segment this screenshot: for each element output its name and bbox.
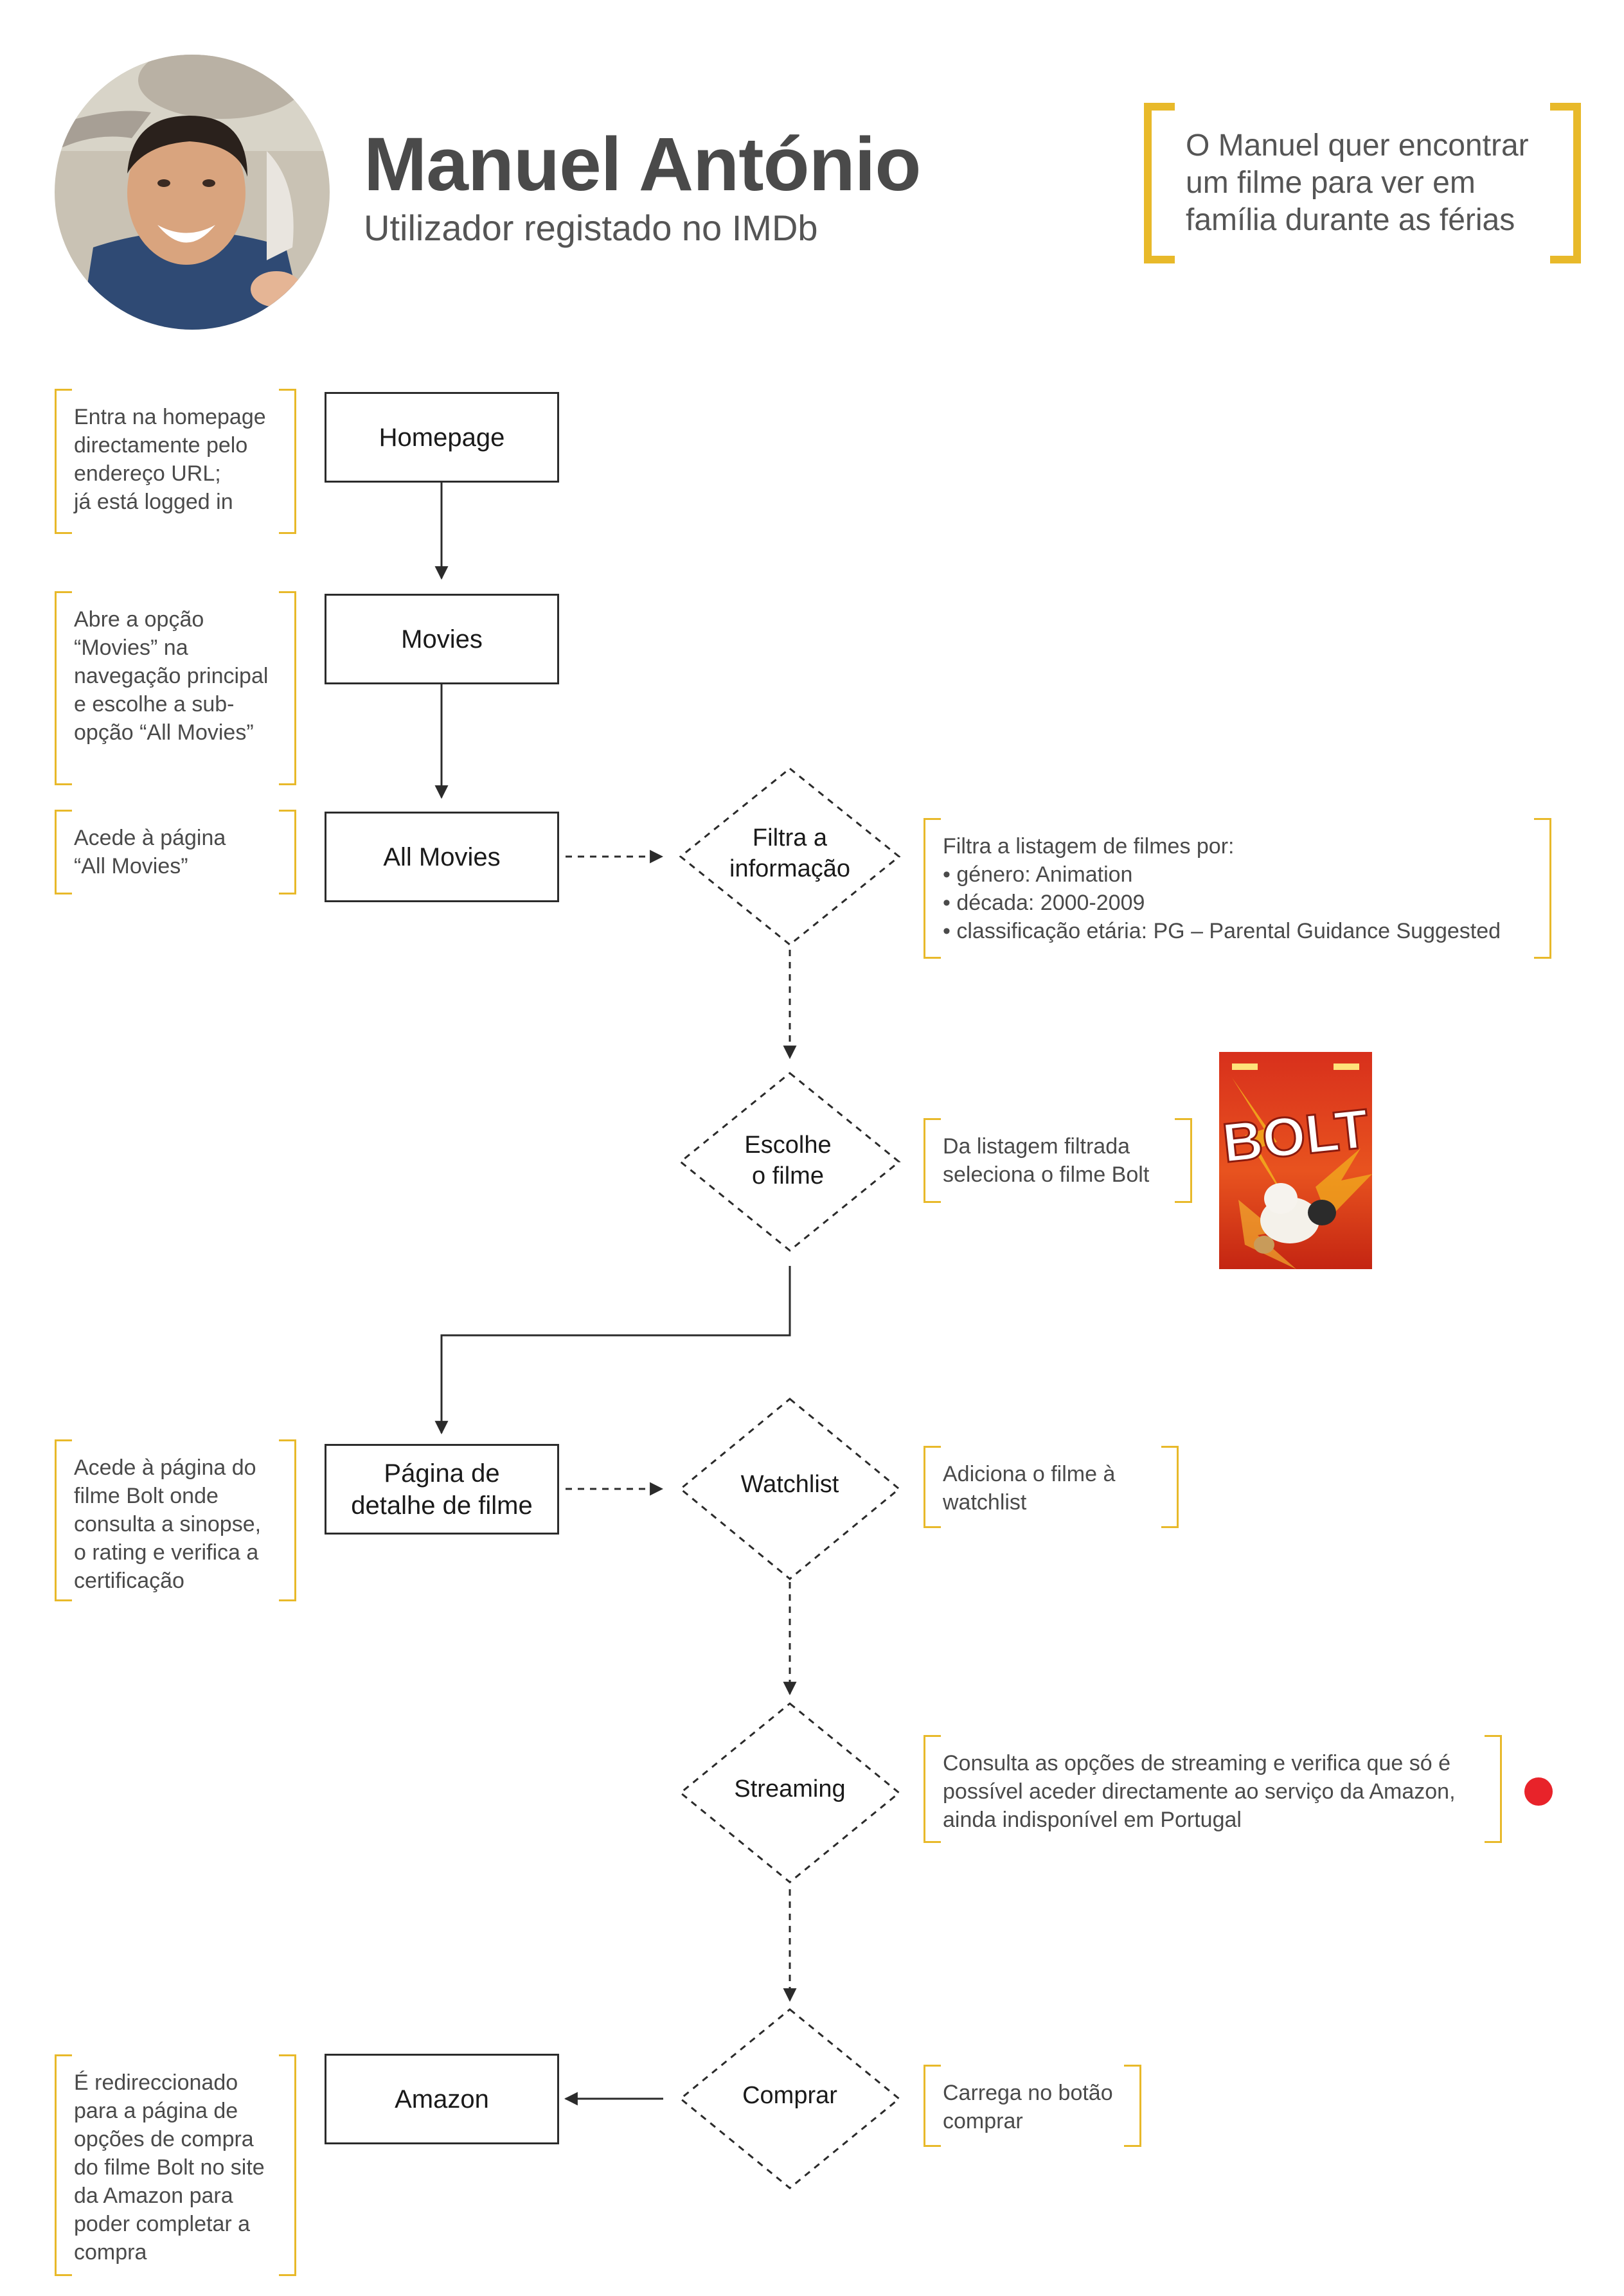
- note-all-movies-text: Acede à página “All Movies”: [74, 826, 226, 878]
- step-movies: Movies: [325, 594, 559, 684]
- note-watchlist-text: Adiciona o filme à watchlist: [943, 1462, 1116, 1515]
- note-filter-item: • década: 2000-2009: [943, 891, 1145, 915]
- step-film-detail-label: Página de detalhe de filme: [351, 1459, 533, 1520]
- note-buy-text: Carrega no botão comprar: [943, 2081, 1113, 2133]
- note-choose-text: Da listagem filtrada seleciona o filme B…: [943, 1134, 1150, 1187]
- note-filter-title: Filtra a listagem de filmes por:: [943, 834, 1235, 859]
- step-homepage-label: Homepage: [379, 423, 505, 452]
- note-amazon: É redireccionado para a página de opções…: [55, 2054, 296, 2276]
- movie-poster-image: BOLT: [1218, 1052, 1373, 1269]
- persona-name: Manuel António: [364, 122, 922, 207]
- note-film-detail: Acede à página do filme Bolt onde consul…: [55, 1439, 296, 1601]
- step-film-detail: Página de detalhe de filme: [325, 1444, 559, 1535]
- decision-filter-label: Filtra a informação: [729, 824, 850, 882]
- diamond-buy: [679, 2008, 901, 2189]
- persona-goal: O Manuel quer encontrar um filme para ve…: [1186, 129, 1529, 237]
- note-filter-item: • género: Animation: [943, 862, 1133, 887]
- decision-choose-label: Escolhe o filme: [744, 1132, 832, 1189]
- step-movies-label: Movies: [401, 625, 483, 654]
- step-all-movies: All Movies: [325, 812, 559, 902]
- note-filter: Filtra a listagem de filmes por: • géner…: [924, 818, 1551, 959]
- step-amazon-label: Amazon: [395, 2085, 489, 2114]
- note-buy: Carrega no botão comprar: [924, 2065, 1141, 2147]
- diamond-streaming: [679, 1702, 901, 1883]
- decision-buy-label: Comprar: [742, 2082, 837, 2109]
- note-all-movies: Acede à página “All Movies”: [55, 810, 296, 894]
- note-amazon-text: É redireccionado para a página de opções…: [74, 2070, 265, 2265]
- diamond-choose: [679, 1072, 901, 1252]
- goal-bracket: [1144, 103, 1581, 263]
- note-filter-item: • classificação etária: PG – Parental Gu…: [943, 919, 1501, 943]
- note-film-detail-text: Acede à página do filme Bolt onde consul…: [74, 1455, 262, 1593]
- step-homepage: Homepage: [325, 392, 559, 483]
- diamond-filter: [679, 767, 901, 946]
- step-all-movies-label: All Movies: [383, 842, 501, 871]
- diamond-watchlist: [679, 1398, 901, 1580]
- note-streaming-text: Consulta as opções de streaming e verifi…: [943, 1751, 1456, 1832]
- alert-dot: [1524, 1777, 1553, 1806]
- decision-streaming-label: Streaming: [734, 1775, 846, 1802]
- note-watchlist: Adiciona o filme à watchlist: [924, 1446, 1179, 1528]
- note-homepage: Entra na homepage directamente pelo ende…: [55, 389, 296, 534]
- note-filter-text: Filtra a listagem de filmes por: • géner…: [943, 832, 1528, 945]
- note-movies-text: Abre a opção “Movies” na navegação princ…: [74, 607, 269, 745]
- arrow-choose-detail: [434, 1266, 791, 1435]
- note-homepage-text: Entra na homepage directamente pelo ende…: [74, 405, 266, 514]
- avatar: [55, 55, 330, 330]
- note-choose: Da listagem filtrada seleciona o filme B…: [924, 1118, 1192, 1203]
- note-movies: Abre a opção “Movies” na navegação princ…: [55, 591, 296, 785]
- note-streaming: Consulta as opções de streaming e verifi…: [924, 1735, 1502, 1843]
- step-amazon: Amazon: [325, 2054, 559, 2144]
- persona-role: Utilizador registado no IMDb: [364, 208, 818, 248]
- decision-watchlist-label: Watchlist: [740, 1471, 839, 1498]
